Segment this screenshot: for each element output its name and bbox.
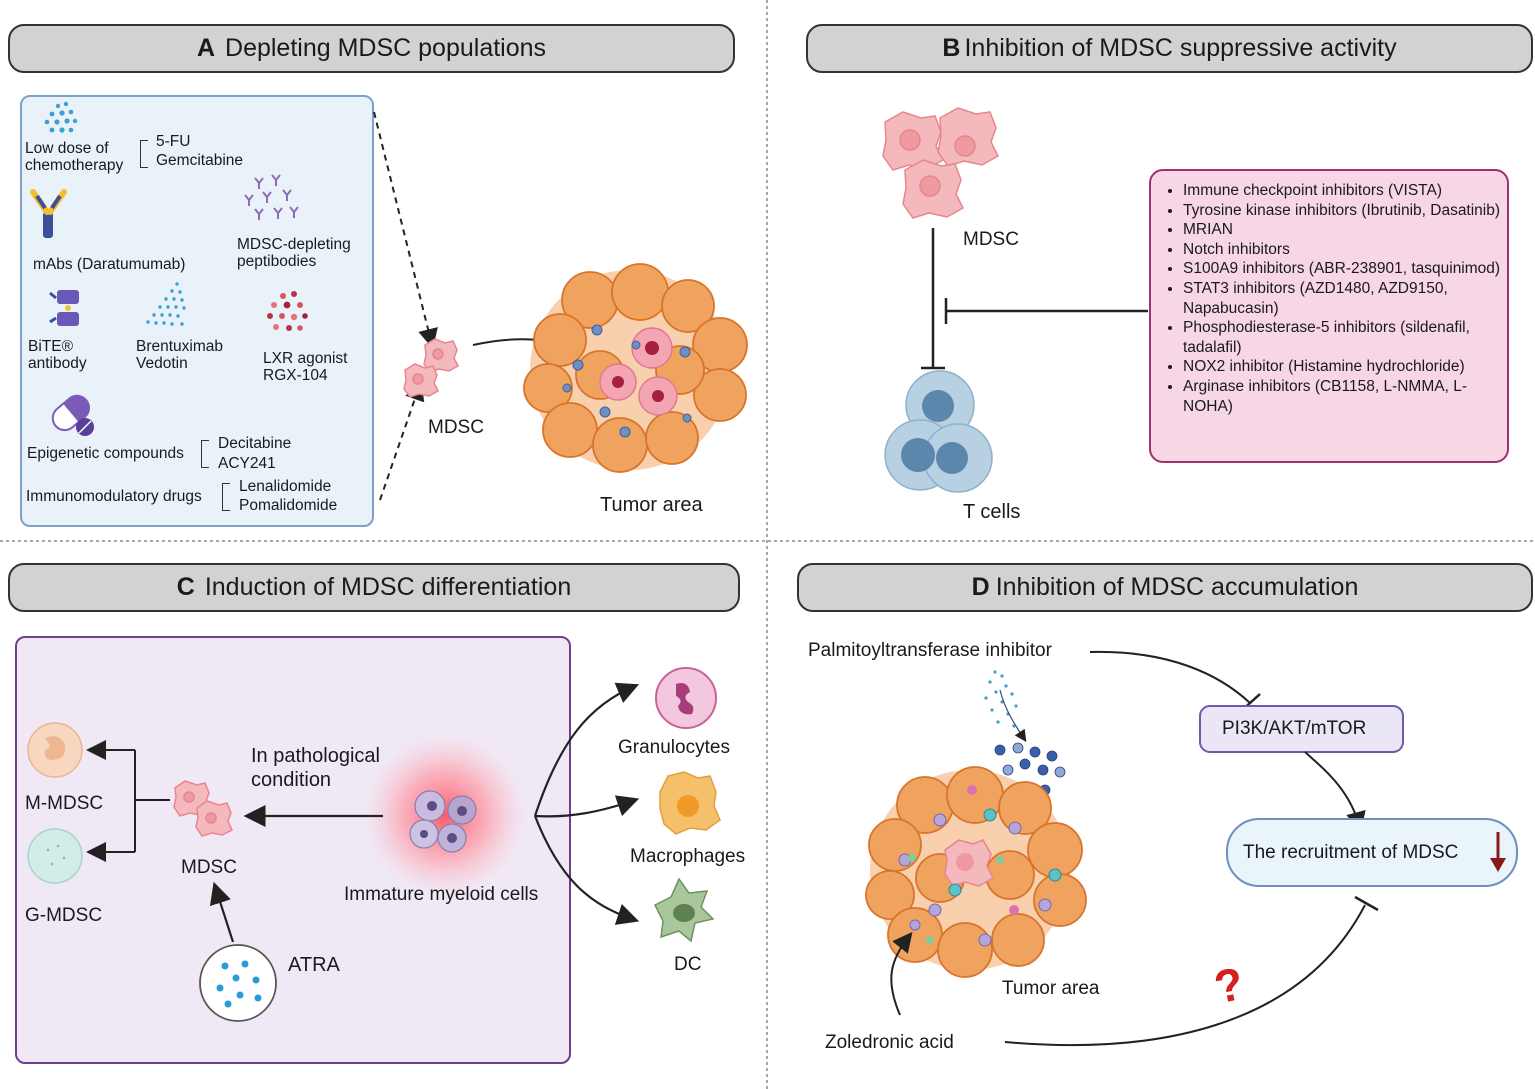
panel-b-title: Inhibition of MDSC suppressive activity	[964, 34, 1397, 62]
m-mdsc-label: M-MDSC	[25, 793, 104, 814]
peptibodies-icon	[244, 174, 299, 220]
immunomod-label: Immunomodulatory drugs	[26, 488, 202, 505]
immature-myeloid-label: Immature myeloid cells	[344, 884, 539, 905]
panel-d-tumor-label: Tumor area	[1002, 978, 1100, 999]
macrophage-icon	[659, 771, 721, 835]
inhibitor-item: S100A9 inhibitors (ABR-238901, tasquinim…	[1183, 259, 1501, 279]
panel-c-title: Induction of MDSC differentiation	[204, 573, 572, 601]
panel-d-letter: D	[971, 573, 990, 601]
capsule-pill-icon	[51, 394, 94, 436]
panel-a-title: Depleting MDSC populations	[225, 34, 547, 62]
inhibitor-item: STAT3 inhibitors (AZD1480, AZD9150, Napa…	[1183, 279, 1501, 318]
antibody-icon	[30, 189, 67, 238]
dc-label: DC	[674, 954, 702, 975]
g-mdsc-cell-icon	[27, 828, 83, 884]
panel-b-tcells-label: T cells	[963, 501, 1021, 523]
recruitment-label: The recruitment of MDSC	[1243, 842, 1459, 863]
immunomod-drug-lenalidomide: Lenalidomide	[239, 478, 332, 495]
panel-a-mdsc-cells	[403, 338, 459, 398]
inhibitor-item: MRIAN	[1183, 220, 1501, 240]
atra-vial-icon	[199, 944, 277, 1022]
panel-c-mdsc-label: MDSC	[181, 857, 237, 878]
panel-c-header: C Induction of MDSC differentiation	[8, 563, 740, 612]
panel-a-header: A Depleting MDSC populations	[8, 24, 735, 73]
granulocyte-icon	[655, 667, 717, 729]
g-mdsc-label: G-MDSC	[25, 905, 103, 926]
macrophages-label: Macrophages	[630, 846, 746, 867]
panel-c-letter: C	[176, 573, 195, 601]
panel-a-drug-box	[20, 95, 374, 527]
panel-d-header: D Inhibition of MDSC accumulation	[797, 563, 1533, 612]
peptibodies-label: MDSC-depleting peptibodies	[237, 236, 351, 271]
chemo-drug-5fu: 5-FU	[156, 133, 191, 150]
epigenetic-label: Epigenetic compounds	[27, 445, 184, 462]
pathological-label-line1: In pathological	[251, 745, 380, 767]
inhibitor-item: Phosphodiesterase-5 inhibitors (sildenaf…	[1183, 318, 1501, 357]
palmitoyltransferase-label: Palmitoyltransferase inhibitor	[808, 640, 1052, 661]
panel-b-letter: B	[942, 34, 961, 62]
atra-label: ATRA	[288, 954, 340, 976]
brentuximab-dots-icon	[146, 282, 186, 326]
inhibitor-item: Notch inhibitors	[1183, 240, 1501, 260]
epigenetic-bracket	[201, 440, 209, 468]
immunomod-bracket	[222, 483, 230, 511]
immunomod-drug-pomalidomide: Pomalidomide	[239, 497, 338, 514]
epigenetic-drug-acy241: ACY241	[218, 455, 276, 472]
panel-a-letter: A	[196, 34, 216, 62]
chemo-bracket	[140, 140, 148, 168]
panel-b-header: B Inhibition of MDSC suppressive activit…	[806, 24, 1533, 73]
inhibitor-item: NOX2 inhibitor (Histamine hydrochloride)	[1183, 357, 1501, 377]
inhibitor-spray-icon	[984, 670, 1018, 728]
panel-b-mdsc-cells	[882, 107, 999, 219]
dendritic-cell-icon	[653, 877, 715, 943]
bite-label: BiTE® antibody	[28, 338, 87, 373]
zoledronic-label: Zoledronic acid	[825, 1032, 954, 1053]
granulocytes-label: Granulocytes	[618, 737, 730, 758]
panel-d-tumor-cluster	[865, 766, 1087, 978]
inhibitor-item: Arginase inhibitors (CB1158, L-NMMA, L-N…	[1183, 377, 1501, 416]
panel-a-tumor-cluster	[523, 263, 748, 473]
pathological-label-line2: condition	[251, 769, 332, 791]
chemo-label: Low dose of chemotherapy	[25, 140, 124, 175]
panel-b-mdsc-label: MDSC	[963, 229, 1019, 250]
mabs-label: mAbs (Daratumumab)	[33, 256, 186, 273]
inhibitor-item: Tyrosine kinase inhibitors (Ibrutinib, D…	[1183, 201, 1501, 221]
chemotherapy-dots-icon	[44, 101, 78, 133]
chemo-drug-gemcitabine: Gemcitabine	[156, 152, 244, 169]
pathway-label: PI3K/AKT/mTOR	[1222, 718, 1367, 739]
epigenetic-drug-decitabine: Decitabine	[218, 435, 292, 452]
panel-a-tumor-label: Tumor area	[600, 494, 703, 516]
blue-particles	[994, 742, 1066, 796]
panel-a-mdsc-label: MDSC	[428, 417, 484, 438]
panel-d-title: Inhibition of MDSC accumulation	[995, 573, 1359, 601]
brentuximab-label: Brentuximab Vedotin	[136, 338, 224, 373]
panel-c-mdsc-cells	[173, 780, 233, 837]
lxr-agonist-dots-icon	[267, 291, 308, 331]
lxr-label: LXR agonist RGX-104	[263, 350, 348, 385]
m-mdsc-cell-icon	[27, 722, 83, 778]
bite-antibody-icon	[49, 290, 79, 326]
inhibitor-item: Immune checkpoint inhibitors (VISTA)	[1183, 181, 1501, 201]
suppressive-activity-inhibitor-list: Immune checkpoint inhibitors (VISTA) Tyr…	[1149, 169, 1509, 463]
pathological-glow	[365, 735, 525, 895]
